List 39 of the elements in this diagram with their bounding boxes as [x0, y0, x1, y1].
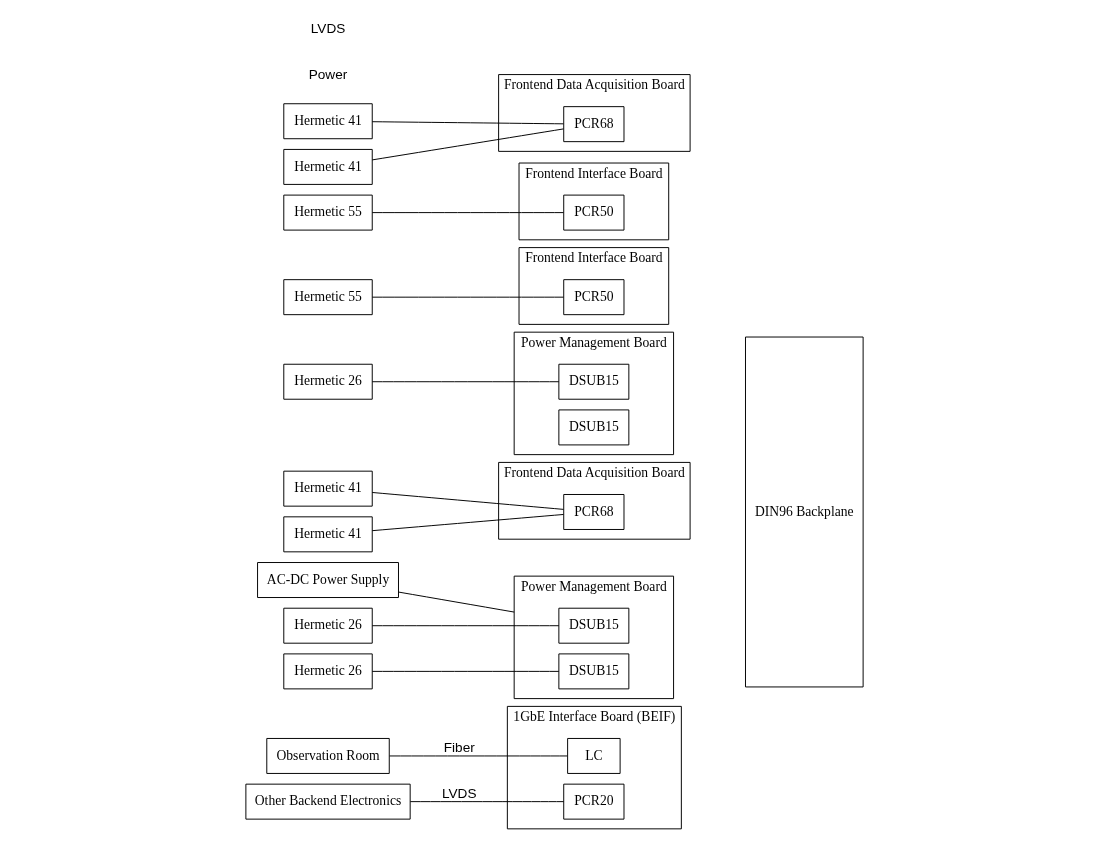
label: LVDS: [310, 21, 346, 37]
connector: [389, 755, 568, 757]
node-box: DSUB15: [558, 409, 630, 446]
node-box: PCR68: [563, 106, 625, 143]
node-box: Hermetic 26: [283, 363, 373, 400]
node-box: Hermetic 41: [283, 516, 373, 553]
node-box: AC-DC Power Supply: [257, 562, 399, 598]
edge-label: LVDS: [441, 785, 477, 801]
node-box: PCR20: [563, 783, 625, 820]
label: Power: [308, 67, 348, 83]
connector: [371, 296, 564, 298]
connector: [371, 121, 564, 125]
connector: [371, 128, 564, 161]
node-box: DSUB15: [558, 607, 630, 644]
node-box: PCR68: [563, 494, 625, 530]
node-box: Hermetic 41: [283, 148, 373, 185]
connector: [371, 625, 560, 627]
node-box: LC: [567, 737, 621, 774]
node-box: Hermetic 41: [283, 470, 373, 507]
node-box: Hermetic 55: [283, 194, 373, 231]
node-box: DSUB15: [558, 363, 630, 400]
connector: [371, 212, 564, 214]
connector: [371, 514, 564, 532]
connector: [371, 670, 560, 672]
node-box: PCR50: [563, 279, 625, 316]
node-box: Other Backend Electronics: [245, 783, 411, 820]
connector: [409, 801, 565, 803]
node-box: Observation Room: [266, 737, 390, 774]
node-box: Hermetic 55: [283, 279, 373, 316]
node-box: DSUB15: [558, 653, 630, 690]
node-box: Hermetic 26: [283, 653, 373, 690]
node-box: Hermetic 41: [283, 103, 373, 140]
node-box: Hermetic 26: [283, 607, 373, 644]
connector: [371, 381, 560, 383]
node-box: PCR50: [563, 194, 625, 231]
connector: [398, 591, 515, 613]
edge-label: Fiber: [443, 740, 475, 756]
node-box: DIN96 Backplane: [745, 336, 864, 688]
connector: [371, 492, 564, 510]
